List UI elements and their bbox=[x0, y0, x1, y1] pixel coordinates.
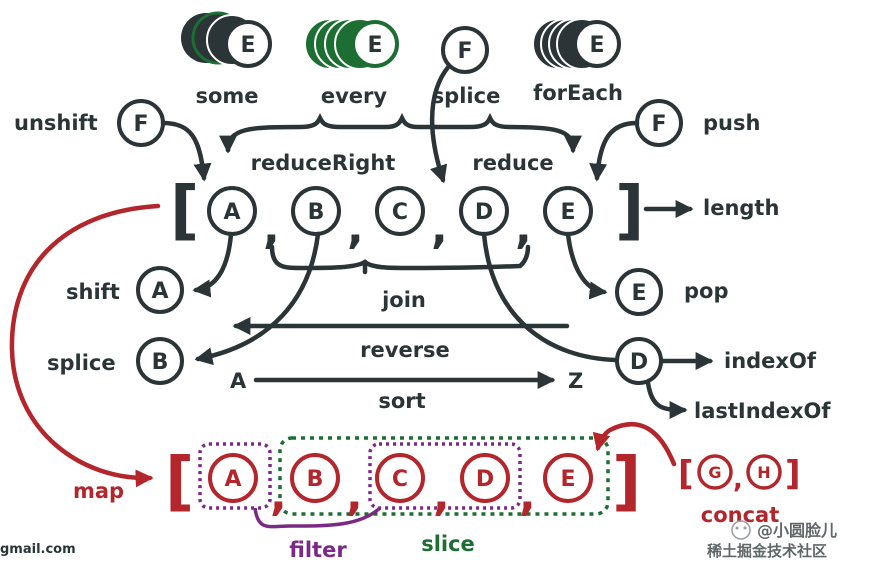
result-element-c bbox=[375, 453, 425, 503]
splice-bottom-label: splice bbox=[47, 351, 116, 375]
array-comma-2: , bbox=[347, 203, 364, 254]
foreach-label: forEach bbox=[533, 81, 623, 105]
shift-circle bbox=[136, 266, 184, 314]
filter-connector bbox=[253, 506, 382, 529]
unshift-letter: F bbox=[133, 112, 148, 137]
some-label: some bbox=[195, 84, 258, 108]
result-element-a bbox=[208, 453, 258, 503]
concat-circle-h bbox=[746, 454, 782, 490]
concat-letter-g: G bbox=[708, 463, 721, 482]
reduce-right-label: reduceRight bbox=[251, 151, 396, 175]
unshift-arrow bbox=[160, 120, 212, 182]
concat-label: concat bbox=[701, 503, 779, 527]
push-letter: F bbox=[651, 112, 666, 137]
filter-box-cd bbox=[368, 442, 522, 510]
sort-label: sort bbox=[378, 389, 425, 413]
pop-arrow bbox=[565, 231, 608, 300]
foreach-stack-icon bbox=[532, 18, 621, 70]
concat-arrow bbox=[592, 422, 677, 467]
result-element-e-letter: E bbox=[560, 467, 575, 492]
every-stack-icon bbox=[304, 18, 399, 70]
push-label: push bbox=[703, 111, 760, 135]
result-element-d-letter: D bbox=[476, 467, 494, 492]
shift-label: shift bbox=[66, 280, 120, 304]
map-label: map bbox=[73, 479, 124, 503]
watermark-site: 稀土掘金技术社区 bbox=[707, 542, 827, 560]
unshift-label: unshift bbox=[14, 111, 98, 135]
map-arrow bbox=[9, 203, 161, 488]
splice-top-label: splice bbox=[432, 84, 501, 108]
result-element-e bbox=[543, 453, 593, 503]
splice-bottom-arrow bbox=[194, 231, 321, 366]
array-element-e-letter: E bbox=[560, 200, 575, 225]
concat-comma: , bbox=[733, 465, 743, 495]
array-element-c-letter: C bbox=[392, 200, 408, 225]
length-label: length bbox=[703, 196, 779, 220]
result-bracket-close: ] bbox=[612, 445, 641, 519]
shift-letter: A bbox=[151, 279, 168, 304]
array-bracket-close: ] bbox=[615, 174, 644, 248]
filter-label: filter bbox=[289, 538, 347, 562]
result-comma-2: , bbox=[346, 470, 363, 521]
join-label: join bbox=[381, 288, 426, 312]
splice-top-letter: F bbox=[457, 39, 472, 64]
slice-label: slice bbox=[421, 532, 475, 556]
foreach-letter: E bbox=[589, 33, 604, 58]
pop-label: pop bbox=[684, 279, 729, 303]
reduce-brace bbox=[225, 112, 576, 153]
splice-top-arrow bbox=[429, 63, 452, 184]
concat-bracket-open: [ bbox=[678, 454, 694, 494]
array-element-a-letter: A bbox=[223, 200, 240, 225]
every-letter: E bbox=[367, 33, 382, 58]
some-stack-icon bbox=[181, 11, 272, 68]
pop-circle bbox=[615, 268, 663, 316]
sort-to-label: Z bbox=[568, 369, 583, 393]
result-element-c-letter: C bbox=[392, 467, 408, 492]
indexof-letter: D bbox=[630, 350, 648, 375]
watermark-logo-icon bbox=[731, 520, 751, 540]
array-element-b-letter: B bbox=[308, 200, 325, 225]
array-bracket-open: [ bbox=[170, 174, 199, 248]
pop-letter: E bbox=[631, 281, 646, 306]
array-comma-4: , bbox=[515, 203, 532, 254]
concat-letter-h: H bbox=[757, 463, 770, 482]
result-element-d bbox=[460, 453, 510, 503]
splice-bottom-letter: B bbox=[152, 350, 169, 375]
result-comma-1: , bbox=[270, 470, 287, 521]
sort-from-label: A bbox=[230, 369, 247, 393]
lastindexof-label: lastIndexOf bbox=[694, 399, 831, 423]
result-element-a-letter: A bbox=[224, 467, 241, 492]
array-comma-3: , bbox=[431, 203, 448, 254]
push-arrow bbox=[589, 120, 640, 182]
reverse-label: reverse bbox=[360, 338, 450, 362]
result-element-b-letter: B bbox=[307, 467, 324, 492]
some-letter: E bbox=[240, 33, 255, 58]
splice-top-circle bbox=[441, 26, 489, 74]
indexof-curve bbox=[481, 231, 619, 363]
array-element-d-letter: D bbox=[475, 200, 493, 225]
concat-bracket-close: ] bbox=[785, 454, 801, 494]
array-comma-1: , bbox=[263, 203, 280, 254]
concat-circle-g bbox=[697, 454, 733, 490]
result-bracket-open: [ bbox=[165, 445, 194, 519]
splice-bottom-circle bbox=[136, 337, 184, 385]
shift-arrow bbox=[192, 231, 234, 298]
indexof-label: indexOf bbox=[724, 349, 817, 373]
every-label: every bbox=[321, 84, 388, 108]
email-fragment: gmail.com bbox=[0, 542, 76, 557]
result-comma-3: , bbox=[433, 470, 450, 521]
result-element-b bbox=[290, 453, 340, 503]
array-element-c bbox=[375, 186, 425, 236]
lastindexof-arrow bbox=[645, 380, 688, 419]
join-brace bbox=[269, 244, 531, 271]
reduce-label: reduce bbox=[472, 151, 553, 175]
watermark-author: @小圆脸儿 bbox=[757, 521, 837, 540]
result-comma-4: , bbox=[519, 470, 536, 521]
